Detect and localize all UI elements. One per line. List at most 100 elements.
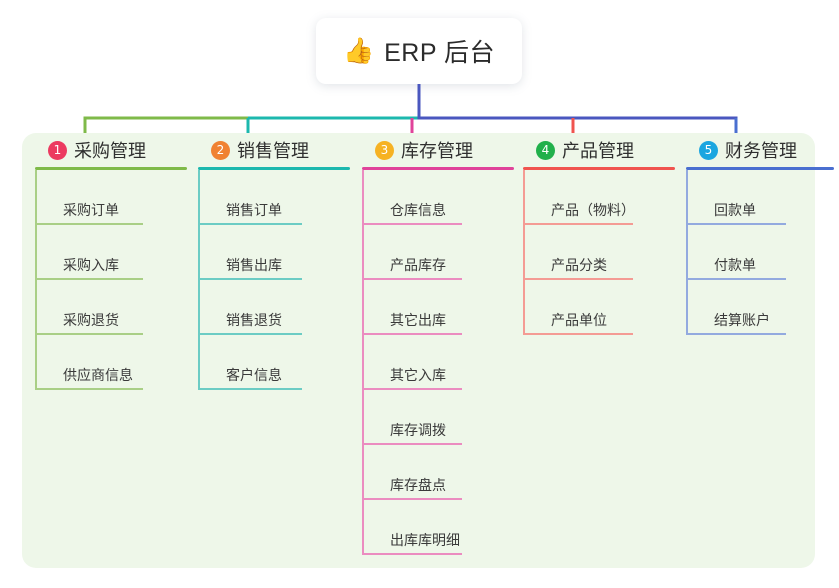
leaf-list: 产品（物料） 产品分类产品单位 — [523, 170, 675, 335]
column-badge-2: 2 — [211, 140, 230, 160]
leaf-item-label: 库存调拨 — [390, 422, 446, 438]
column-header-5[interactable]: 5 财务管理 — [686, 133, 834, 167]
leaf-item-rule — [362, 553, 462, 555]
leaf-item[interactable]: 其它出库 — [362, 280, 462, 335]
leaf-item-label: 供应商信息 — [63, 367, 133, 383]
leaf-spine — [198, 170, 200, 390]
thumbs-up-icon: 👍 — [342, 36, 375, 65]
leaf-item-label: 其它出库 — [390, 312, 446, 328]
diagram-panel — [22, 133, 815, 568]
leaf-item[interactable]: 仓库信息 — [362, 170, 462, 225]
leaf-item[interactable]: 库存盘点 — [362, 445, 462, 500]
leaf-item[interactable]: 产品单位 — [523, 280, 633, 335]
leaf-item-rule — [362, 498, 462, 500]
leaf-item[interactable]: 客户信息 — [198, 335, 302, 390]
leaf-item[interactable]: 库存调拨 — [362, 390, 462, 445]
leaf-list: 销售订单销售出库销售退货客户信息 — [198, 170, 350, 390]
column-header-rule — [198, 167, 350, 170]
column-badge-3: 3 — [375, 140, 394, 160]
column-header-3[interactable]: 3 库存管理 — [362, 133, 514, 167]
leaf-item-label: 结算账户 — [714, 312, 770, 328]
leaf-item[interactable]: 采购退货 — [35, 280, 143, 335]
leaf-item-rule — [198, 278, 302, 280]
column-4: 4 产品管理产品（物料） 产品分类产品单位 — [523, 133, 675, 335]
leaf-item[interactable]: 销售出库 — [198, 225, 302, 280]
leaf-item[interactable]: 结算账户 — [686, 280, 786, 335]
leaf-item-rule — [523, 278, 633, 280]
leaf-item-label: 采购退货 — [63, 312, 119, 328]
column-badge-5: 5 — [699, 140, 718, 160]
leaf-item[interactable]: 采购入库 — [35, 225, 143, 280]
column-2: 2 销售管理销售订单销售出库销售退货客户信息 — [198, 133, 350, 390]
leaf-item-rule — [35, 223, 143, 225]
leaf-item-rule — [523, 333, 633, 335]
column-header-2[interactable]: 2 销售管理 — [198, 133, 350, 167]
root-node[interactable]: 👍 ERP 后台 — [316, 18, 522, 84]
leaf-item[interactable]: 销售订单 — [198, 170, 302, 225]
leaf-item-rule — [35, 333, 143, 335]
leaf-item[interactable]: 其它入库 — [362, 335, 462, 390]
column-title: 库存管理 — [401, 141, 473, 161]
leaf-item-rule — [686, 333, 786, 335]
column-header-4[interactable]: 4 产品管理 — [523, 133, 675, 167]
column-title: 销售管理 — [237, 141, 309, 161]
column-5: 5 财务管理回款单付款单结算账户 — [686, 133, 834, 335]
leaf-item-rule — [35, 388, 143, 390]
leaf-item-label: 库存盘点 — [390, 477, 446, 493]
leaf-item-label: 付款单 — [714, 257, 756, 273]
leaf-item-rule — [362, 223, 462, 225]
leaf-item[interactable]: 出库库明细 — [362, 500, 462, 555]
column-title: 财务管理 — [725, 141, 797, 161]
leaf-item-rule — [686, 223, 786, 225]
leaf-item[interactable]: 采购订单 — [35, 170, 143, 225]
leaf-item[interactable]: 回款单 — [686, 170, 786, 225]
leaf-item-rule — [362, 388, 462, 390]
column-badge-4: 4 — [536, 140, 555, 160]
leaf-item-label: 出库库明细 — [390, 532, 460, 548]
leaf-item-label: 产品单位 — [551, 312, 607, 328]
leaf-item-label: 产品库存 — [390, 257, 446, 273]
leaf-spine — [686, 170, 688, 335]
leaf-item[interactable]: 供应商信息 — [35, 335, 143, 390]
leaf-spine — [35, 170, 37, 390]
leaf-item-label: 产品（物料） — [551, 202, 635, 218]
leaf-item-rule — [362, 443, 462, 445]
leaf-item[interactable]: 产品库存 — [362, 225, 462, 280]
leaf-list: 采购订单采购入库采购退货供应商信息 — [35, 170, 187, 390]
leaf-item-label: 销售订单 — [226, 202, 282, 218]
leaf-item-rule — [198, 223, 302, 225]
leaf-item-rule — [362, 333, 462, 335]
leaf-item-label: 采购订单 — [63, 202, 119, 218]
column-badge-1: 1 — [48, 140, 67, 160]
leaf-spine — [362, 170, 364, 555]
leaf-item-label: 销售出库 — [226, 257, 282, 273]
leaf-item-rule — [686, 278, 786, 280]
column-header-rule — [523, 167, 675, 170]
column-header-rule — [362, 167, 514, 170]
leaf-item[interactable]: 产品分类 — [523, 225, 633, 280]
leaf-item-rule — [198, 333, 302, 335]
leaf-item-label: 其它入库 — [390, 367, 446, 383]
leaf-item-label: 采购入库 — [63, 257, 119, 273]
leaf-item-label: 仓库信息 — [390, 202, 446, 218]
column-title: 产品管理 — [562, 141, 634, 161]
leaf-item-label: 回款单 — [714, 202, 756, 218]
leaf-item-label: 客户信息 — [226, 367, 282, 383]
root-node-title: ERP 后台 — [384, 39, 496, 67]
leaf-list: 仓库信息产品库存其它出库其它入库库存调拨库存盘点出库库明细 — [362, 170, 514, 555]
column-header-rule — [35, 167, 187, 170]
leaf-item-rule — [198, 388, 302, 390]
leaf-item-rule — [362, 278, 462, 280]
leaf-item-rule — [523, 223, 633, 225]
leaf-item-rule — [35, 278, 143, 280]
leaf-item-label: 产品分类 — [551, 257, 607, 273]
leaf-item[interactable]: 销售退货 — [198, 280, 302, 335]
leaf-item[interactable]: 产品（物料） — [523, 170, 635, 225]
column-3: 3 库存管理仓库信息产品库存其它出库其它入库库存调拨库存盘点出库库明细 — [362, 133, 514, 555]
leaf-item-label: 销售退货 — [226, 312, 282, 328]
leaf-list: 回款单付款单结算账户 — [686, 170, 834, 335]
leaf-item[interactable]: 付款单 — [686, 225, 786, 280]
